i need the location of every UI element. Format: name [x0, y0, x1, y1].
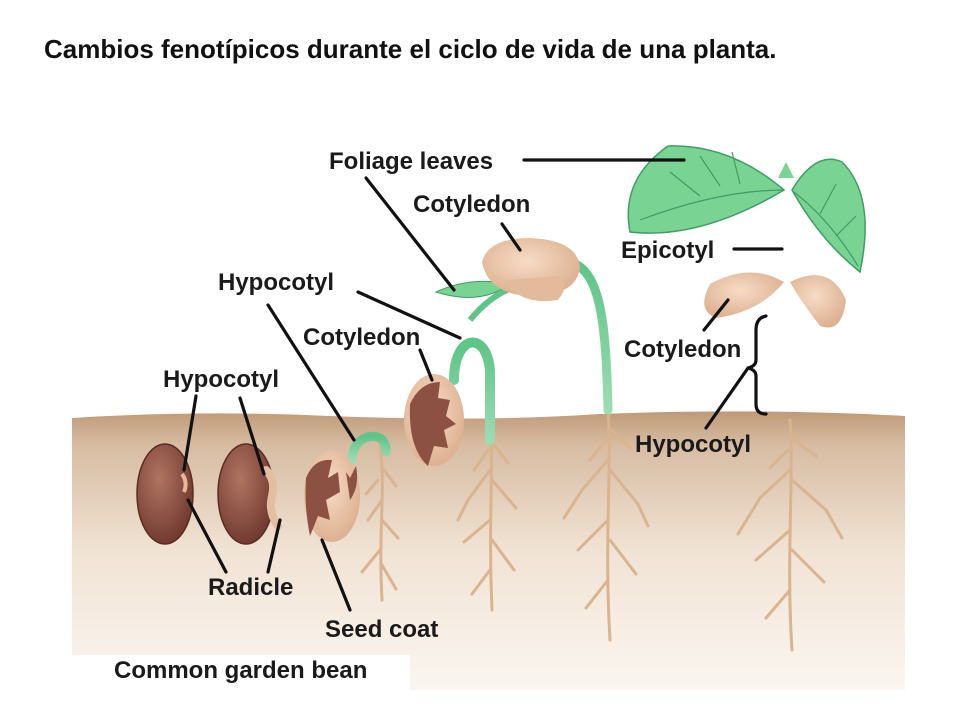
roots-stage6 [736, 418, 844, 652]
foliage-leaf-right [791, 158, 866, 274]
bean-seed-stage2 [217, 443, 282, 545]
leader-lines [182, 158, 784, 612]
cotyledon-right-stage6 [790, 275, 846, 328]
caption: Common garden bean [114, 657, 367, 684]
label-epicotyl: Epicotyl [621, 237, 714, 264]
hypocotyl-stage3 [347, 431, 391, 465]
seedling-stage6 [627, 145, 866, 652]
label-hypocotyl-upper: Hypocotyl [218, 269, 334, 296]
label-hypocotyl-right: Hypocotyl [635, 431, 751, 458]
label-radicle: Radicle [208, 574, 293, 601]
label-cotyledon-top: Cotyledon [413, 191, 530, 218]
soil [72, 411, 905, 690]
stem-stage5 [565, 257, 613, 415]
stem-stage4 [449, 337, 496, 445]
foliage-leaf-left [627, 145, 786, 234]
seedling-stage5 [434, 238, 650, 642]
label-seed-coat: Seed coat [325, 616, 438, 643]
label-cotyledon-right: Cotyledon [624, 336, 741, 363]
bean-seed-stage1 [136, 443, 194, 545]
roots-stage4 [456, 418, 518, 612]
seedling-stage3 [304, 431, 400, 602]
label-hypocotyl-left: Hypocotyl [163, 366, 279, 393]
label-cotyledon-mid: Cotyledon [303, 324, 420, 351]
cotyledon-left-stage6 [704, 272, 784, 318]
label-foliage-leaves: Foliage leaves [329, 148, 493, 175]
roots-stage3 [360, 443, 400, 602]
page-title: Cambios fenotípicos durante el ciclo de … [44, 34, 777, 64]
roots-stage5 [562, 408, 650, 642]
seedling-stage4 [404, 337, 518, 612]
